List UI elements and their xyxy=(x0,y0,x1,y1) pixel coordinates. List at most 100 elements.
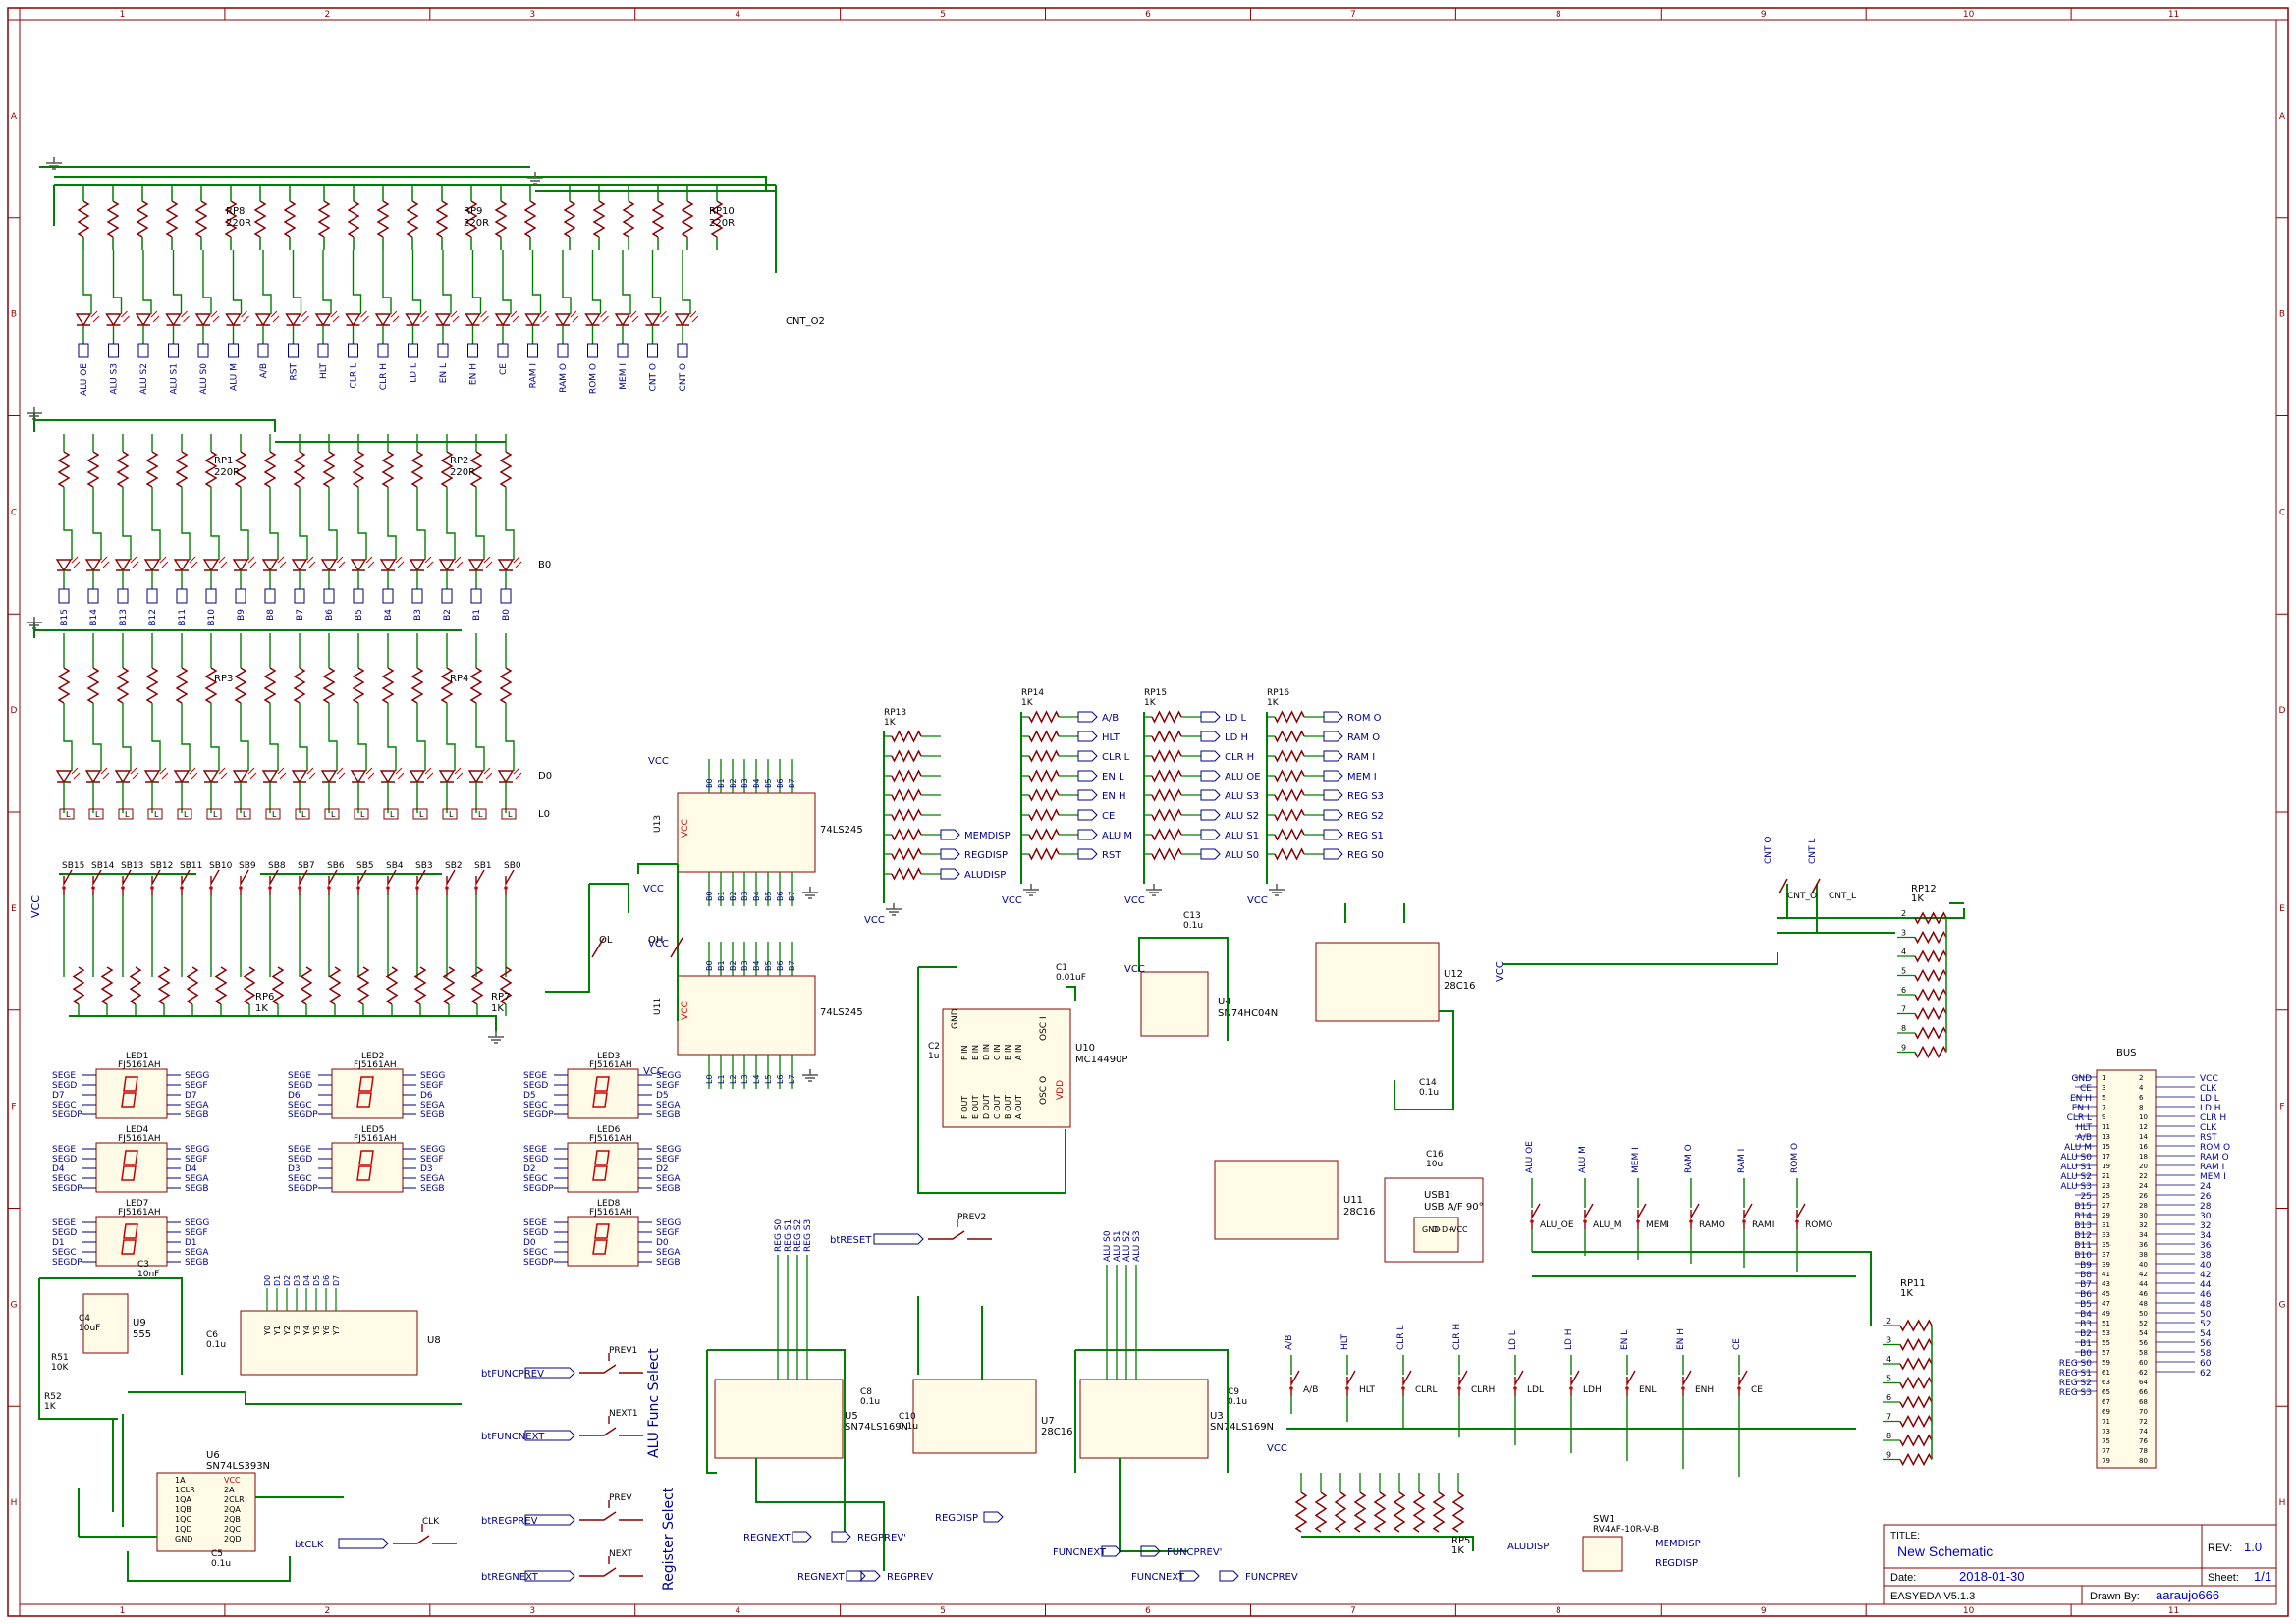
net-port xyxy=(78,343,89,358)
resistor xyxy=(253,200,267,238)
net-port xyxy=(1200,809,1221,821)
bus-title: BUS xyxy=(2116,1048,2137,1058)
data-latch-label xyxy=(118,808,134,820)
wire xyxy=(352,250,362,314)
resistor xyxy=(891,867,922,881)
resistor xyxy=(1353,1491,1367,1533)
segment-net-right: SEGA xyxy=(656,1101,681,1110)
rp-ref: RP14 xyxy=(1021,688,1044,698)
data-latch-text: L xyxy=(331,810,336,819)
bus-left-net: GND xyxy=(2071,1074,2092,1084)
resistor xyxy=(406,200,419,238)
ctrl-sw-label: LDL xyxy=(1527,1385,1544,1395)
resistor xyxy=(891,808,922,822)
bus-pin-number: 65 xyxy=(2102,1388,2110,1396)
button-ref: PREV2 xyxy=(957,1213,986,1222)
bus-pin-number: 38 xyxy=(2139,1251,2148,1259)
bus-pin-number: 42 xyxy=(2139,1271,2148,1278)
segment-outline xyxy=(592,1076,610,1108)
pin-label: B7 xyxy=(788,891,796,901)
ctrl-sw-net: LD H xyxy=(1564,1328,1574,1350)
data-latch-label xyxy=(236,808,251,820)
wire xyxy=(322,250,332,314)
resistor xyxy=(891,769,922,783)
switch-contact xyxy=(1795,1219,1799,1223)
display-part: FJ5161AH xyxy=(354,1060,397,1070)
segment-net-left: SEGE xyxy=(523,1218,547,1228)
pin-label: B1 xyxy=(717,891,726,901)
cnt-o-vert: CNT O xyxy=(1764,837,1774,864)
segment-outline xyxy=(121,1150,138,1181)
led-symbol xyxy=(314,313,332,327)
switch-contact xyxy=(268,886,272,890)
led-arrow xyxy=(306,767,316,780)
bus-left-net: REG S2 xyxy=(2059,1379,2092,1388)
resistor xyxy=(681,200,694,238)
usb-part: USB A/F 90° xyxy=(1424,1202,1484,1213)
u10-in-pin: F IN xyxy=(960,1045,969,1060)
bus-pin-number: 1 xyxy=(2102,1074,2105,1082)
switch-contact xyxy=(1583,1219,1587,1223)
segment-net-left: SEGD xyxy=(52,1081,77,1091)
bus-pin-number: 69 xyxy=(2102,1408,2110,1416)
resistor xyxy=(1028,847,1060,861)
data-latch-label xyxy=(147,808,163,820)
net-port xyxy=(168,343,179,358)
wire xyxy=(475,703,485,771)
resistor xyxy=(317,200,331,238)
display-part: FJ5161AH xyxy=(118,1060,161,1070)
pin-label: B4 xyxy=(752,960,761,971)
u10-osco: OSC O xyxy=(1039,1076,1049,1105)
segment-net-left: SEGE xyxy=(52,1218,76,1228)
usb-pin: VCC xyxy=(1451,1225,1468,1234)
u3-net: ALU S0 xyxy=(1103,1230,1113,1262)
bus-sw-label: ALU_M xyxy=(1593,1220,1622,1230)
bus-right-net: LD H xyxy=(2200,1104,2221,1113)
pin-label: B7 xyxy=(788,960,796,971)
led-symbol xyxy=(350,770,367,784)
bus-pin-number: 34 xyxy=(2139,1231,2148,1239)
ol-label: OL xyxy=(599,935,613,946)
bus-right-net: 36 xyxy=(2200,1241,2212,1251)
ctrl-sw-label: CE xyxy=(1751,1385,1763,1395)
pin-label: B5 xyxy=(764,778,773,788)
led-arrow xyxy=(159,767,169,780)
net-port xyxy=(470,588,482,604)
button-ref: PREV xyxy=(609,1493,632,1503)
ctrl-sw-label: CLRL xyxy=(1415,1385,1438,1395)
bus-net-label: B6 xyxy=(325,609,335,621)
led-symbol xyxy=(291,559,308,572)
net-port xyxy=(408,343,418,358)
pin-label: B4 xyxy=(752,778,761,788)
button-net: btFUNCNEXT xyxy=(481,1432,545,1442)
resistor xyxy=(356,966,370,1005)
r52-val: 1K xyxy=(44,1402,57,1412)
led-symbol xyxy=(75,313,92,327)
led-arrow xyxy=(600,310,609,323)
bus-net-label: B12 xyxy=(148,609,158,626)
segment-net-right: D0 xyxy=(656,1238,669,1248)
ground-symbol xyxy=(886,903,902,916)
resistor xyxy=(1914,1006,1947,1021)
resistor xyxy=(1274,828,1305,841)
bus-sw-net: ROM O xyxy=(1790,1143,1800,1173)
switch-symbol xyxy=(1626,1370,1636,1396)
wire xyxy=(122,487,132,560)
bus-left-net: B5 xyxy=(2080,1300,2092,1310)
led-symbol xyxy=(232,770,249,784)
resistor xyxy=(263,667,277,704)
resistor xyxy=(175,667,189,704)
bus-pin-number: 39 xyxy=(2102,1261,2110,1269)
resistor xyxy=(622,200,635,238)
segment-net-left: SEGE xyxy=(52,1145,76,1155)
bus-sw-label: RAMI xyxy=(1752,1220,1774,1230)
u5-part: SN74LS169N xyxy=(845,1422,908,1433)
wire xyxy=(269,487,279,560)
data-latch-label xyxy=(501,808,517,820)
display-ref: LED3 xyxy=(597,1052,620,1061)
wire xyxy=(269,703,279,771)
bus-left-net: B15 xyxy=(2074,1202,2092,1212)
resistor xyxy=(523,200,537,238)
rp1-ref: RP1 xyxy=(214,456,233,466)
